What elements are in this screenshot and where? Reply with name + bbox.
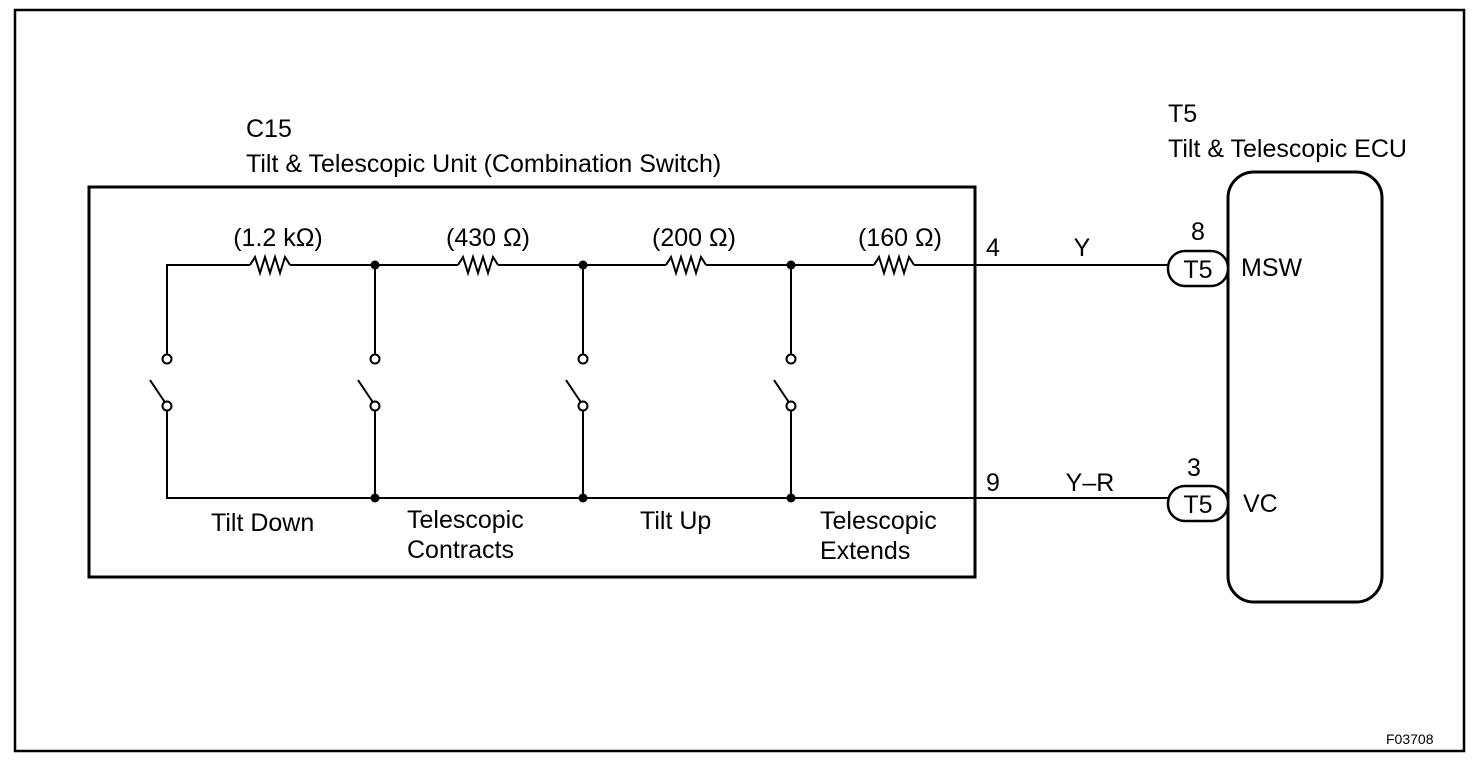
connector-label-1: T5 <box>1183 256 1212 284</box>
junction-dots <box>370 260 796 503</box>
switch-verticals <box>374 265 792 498</box>
switch-tilt-down <box>149 353 173 412</box>
connector-t5-msw <box>1166 249 1230 288</box>
switch-label-2-line2: Contracts <box>407 536 514 564</box>
switch-label-2-line1: Telescopic <box>407 506 524 534</box>
switch-label-4-line1: Telescopic <box>820 507 937 535</box>
switch-telescopic-extends <box>773 353 797 412</box>
unit-pin-4: 4 <box>986 234 1000 262</box>
terminal-vc: VC <box>1243 490 1278 518</box>
outer-frame <box>13 8 1466 753</box>
connector-label-2: T5 <box>1183 491 1212 519</box>
switch-label-tilt-down: Tilt Down <box>211 509 314 537</box>
resistor-4 <box>873 253 915 277</box>
ecu-box <box>1226 170 1384 604</box>
resistor-label-2: (430 Ω) <box>446 224 530 252</box>
resistor-label-1: (1.2 kΩ) <box>233 224 323 252</box>
unit-code: C15 <box>246 115 292 143</box>
top-rail <box>166 253 1168 355</box>
resistor-label-4: (160 Ω) <box>858 224 942 252</box>
resistor-2 <box>457 253 499 277</box>
switch-telescopic-contracts <box>357 353 381 412</box>
switch-tilt-up <box>565 353 589 412</box>
switch-label-tilt-up: Tilt Up <box>640 507 711 535</box>
figure-code: F03708 <box>1386 731 1434 747</box>
connector-t5-vc <box>1166 484 1230 523</box>
resistor-label-3: (200 Ω) <box>652 224 736 252</box>
switch-label-4-line2: Extends <box>820 537 910 565</box>
unit-box <box>87 185 977 579</box>
wire-color-y-r: Y–R <box>1066 469 1115 497</box>
resistor-3 <box>665 253 707 277</box>
ecu-name: Tilt & Telescopic ECU <box>1168 135 1407 163</box>
ecu-pin-3: 3 <box>1187 454 1201 482</box>
resistor-1 <box>249 253 291 277</box>
unit-name: Tilt & Telescopic Unit (Combination Swit… <box>246 150 721 178</box>
ecu-code: T5 <box>1168 100 1197 128</box>
bottom-rail <box>166 410 1168 499</box>
unit-pin-9: 9 <box>986 469 1000 497</box>
terminal-msw: MSW <box>1241 254 1303 282</box>
ecu-pin-8: 8 <box>1191 218 1205 246</box>
wire-color-y: Y <box>1074 234 1091 262</box>
